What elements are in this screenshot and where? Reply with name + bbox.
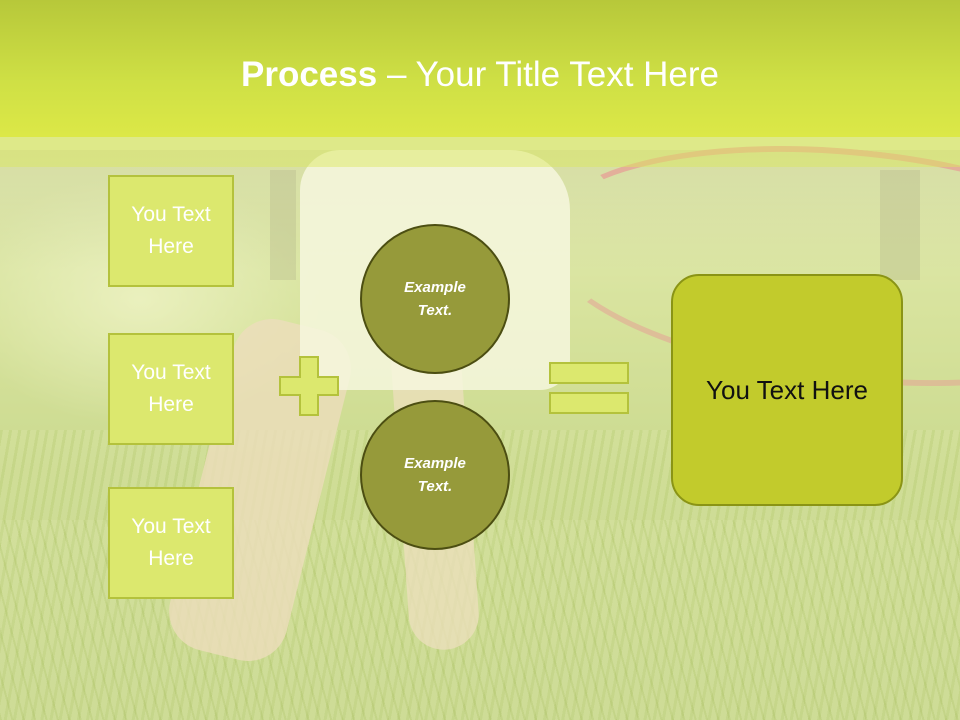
equals-icon	[549, 362, 629, 414]
text-box-label: You Text Here	[131, 515, 211, 570]
circle-label: Example Text.	[404, 455, 466, 495]
title-band-fade	[0, 137, 960, 167]
text-box-2[interactable]: You Text Here	[108, 333, 234, 445]
slide-title[interactable]: Process – Your Title Text Here	[0, 52, 960, 98]
example-circle-1[interactable]: Example Text.	[360, 224, 510, 374]
title-band	[0, 0, 960, 137]
slide-title-separator: –	[377, 55, 416, 94]
text-box-3[interactable]: You Text Here	[108, 487, 234, 599]
tree-trunk	[270, 170, 296, 280]
result-box[interactable]: You Text Here	[671, 274, 903, 506]
text-box-1[interactable]: You Text Here	[108, 175, 234, 287]
text-box-label: You Text Here	[131, 203, 211, 258]
slide-title-bold: Process	[241, 55, 378, 94]
result-label: You Text Here	[706, 374, 868, 405]
circle-label: Example Text.	[404, 279, 466, 319]
example-circle-2[interactable]: Example Text.	[360, 400, 510, 550]
tree-trunk	[880, 170, 920, 280]
plus-icon	[279, 356, 339, 416]
slide-title-rest: Your Title Text Here	[415, 55, 720, 94]
text-box-label: You Text Here	[131, 361, 211, 416]
